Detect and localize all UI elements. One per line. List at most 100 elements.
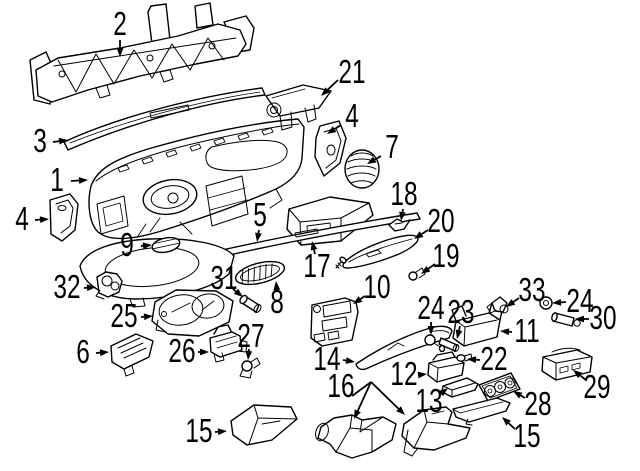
callout-9[interactable]: 9 bbox=[120, 228, 152, 264]
part-18-emblem bbox=[388, 218, 411, 232]
callout-number[interactable]: 20 bbox=[427, 204, 454, 240]
callout-arrow-line bbox=[356, 381, 372, 412]
callout-number[interactable]: 9 bbox=[120, 228, 134, 264]
callout-13[interactable]: 13 bbox=[415, 384, 448, 420]
callout-20[interactable]: 20 bbox=[414, 204, 455, 240]
callout-arrowhead bbox=[417, 371, 427, 379]
callout-arrow-line bbox=[326, 79, 339, 91]
callout-15[interactable]: 15 bbox=[185, 414, 227, 450]
callout-arrowhead bbox=[310, 241, 318, 251]
callout-number[interactable]: 33 bbox=[518, 273, 545, 309]
callout-number[interactable]: 13 bbox=[415, 384, 442, 420]
callout-18[interactable]: 18 bbox=[390, 177, 418, 221]
callout-arrowhead bbox=[573, 370, 583, 379]
part-15-left-insulator bbox=[230, 404, 298, 446]
callout-arrow-line bbox=[342, 359, 347, 362]
callout-24[interactable]: 24 bbox=[417, 291, 445, 335]
callout-number[interactable]: 16 bbox=[327, 369, 354, 405]
callout-number[interactable]: 18 bbox=[390, 177, 417, 213]
callout-number[interactable]: 32 bbox=[53, 270, 80, 306]
callout-number[interactable]: 5 bbox=[253, 198, 267, 234]
callout-22[interactable]: 22 bbox=[467, 342, 508, 378]
callout-number[interactable]: 10 bbox=[363, 270, 390, 306]
callout-number[interactable]: 24 bbox=[417, 291, 444, 327]
part-9-air-deflector bbox=[151, 236, 181, 254]
callout-number[interactable]: 28 bbox=[524, 387, 551, 423]
callout-arrowhead bbox=[575, 315, 584, 323]
part-12-storage-box bbox=[427, 351, 465, 383]
callout-28[interactable]: 28 bbox=[513, 387, 552, 423]
callout-3[interactable]: 3 bbox=[33, 124, 68, 160]
callout-arrowhead bbox=[467, 356, 477, 364]
callout-number[interactable]: 24 bbox=[566, 284, 593, 320]
callout-number[interactable]: 27 bbox=[237, 319, 264, 355]
callout-number[interactable]: 15 bbox=[185, 414, 212, 450]
part-8-vent-grille bbox=[234, 260, 286, 286]
callout-number[interactable]: 12 bbox=[390, 357, 417, 393]
callout-arrowhead bbox=[143, 313, 153, 321]
part-15-right-insulator bbox=[452, 397, 511, 426]
callout-number[interactable]: 22 bbox=[480, 342, 507, 378]
callout-2[interactable]: 2 bbox=[113, 7, 127, 57]
callout-number[interactable]: 11 bbox=[514, 314, 539, 350]
callout-24[interactable]: 24 bbox=[552, 284, 594, 320]
callout-number[interactable]: 4 bbox=[345, 99, 359, 135]
callout-29[interactable]: 29 bbox=[573, 370, 611, 406]
callout-arrowhead bbox=[200, 348, 209, 356]
callout-number[interactable]: 14 bbox=[313, 342, 340, 378]
callout-5[interactable]: 5 bbox=[253, 198, 267, 242]
callout-number[interactable]: 25 bbox=[110, 299, 137, 335]
callout-arrowhead bbox=[233, 288, 243, 297]
callout-arrowhead bbox=[427, 326, 435, 335]
callout-14[interactable]: 14 bbox=[313, 342, 355, 378]
callout-arrowhead bbox=[99, 349, 109, 357]
callout-32[interactable]: 32 bbox=[53, 270, 96, 306]
callout-33[interactable]: 33 bbox=[506, 273, 546, 309]
part-27-clip bbox=[239, 357, 261, 379]
callout-arrow-line bbox=[520, 394, 526, 399]
callout-27[interactable]: 27 bbox=[237, 319, 265, 360]
callout-number[interactable]: 2 bbox=[113, 7, 127, 43]
callout-19[interactable]: 19 bbox=[421, 239, 460, 275]
part-32-clip bbox=[95, 271, 123, 300]
callout-30[interactable]: 30 bbox=[575, 301, 617, 337]
callout-number[interactable]: 6 bbox=[76, 335, 90, 371]
callout-4[interactable]: 4 bbox=[15, 202, 49, 238]
callout-arrow-line bbox=[401, 208, 404, 213]
callout-16[interactable]: 16 bbox=[327, 369, 405, 419]
callout-7[interactable]: 7 bbox=[367, 130, 399, 166]
callout-25[interactable]: 25 bbox=[110, 299, 153, 335]
part-25-instrument-cluster bbox=[151, 289, 234, 337]
callout-26[interactable]: 26 bbox=[168, 334, 209, 370]
callout-number[interactable]: 17 bbox=[303, 249, 330, 285]
callout-4[interactable]: 4 bbox=[327, 99, 359, 135]
callout-17[interactable]: 17 bbox=[303, 241, 331, 285]
callout-12[interactable]: 12 bbox=[390, 357, 427, 393]
part-11-pocket bbox=[451, 302, 504, 347]
callout-number[interactable]: 29 bbox=[583, 370, 610, 406]
callout-number[interactable]: 8 bbox=[270, 285, 284, 321]
callout-31[interactable]: 31 bbox=[210, 261, 243, 297]
callout-8[interactable]: 8 bbox=[270, 281, 284, 321]
callout-1[interactable]: 1 bbox=[50, 163, 88, 199]
callout-number[interactable]: 26 bbox=[168, 334, 195, 370]
callout-11[interactable]: 11 bbox=[500, 314, 540, 350]
callout-number[interactable]: 23 bbox=[447, 295, 474, 331]
callout-number[interactable]: 19 bbox=[432, 239, 459, 275]
callout-23[interactable]: 23 bbox=[447, 295, 475, 339]
callout-number[interactable]: 4 bbox=[15, 202, 29, 238]
part-20-lower-right-trim bbox=[335, 234, 419, 269]
callout-number[interactable]: 7 bbox=[385, 130, 399, 166]
callout-number[interactable]: 30 bbox=[589, 301, 616, 337]
callout-21[interactable]: 21 bbox=[321, 55, 366, 96]
callout-number[interactable]: 1 bbox=[50, 163, 64, 199]
callout-number[interactable]: 31 bbox=[210, 261, 237, 297]
callout-15[interactable]: 15 bbox=[502, 417, 541, 455]
callout-6[interactable]: 6 bbox=[76, 335, 109, 371]
callout-number[interactable]: 15 bbox=[513, 419, 540, 455]
callout-number[interactable]: 3 bbox=[33, 124, 47, 160]
callout-number[interactable]: 21 bbox=[338, 55, 365, 91]
callout-10[interactable]: 10 bbox=[353, 270, 391, 306]
